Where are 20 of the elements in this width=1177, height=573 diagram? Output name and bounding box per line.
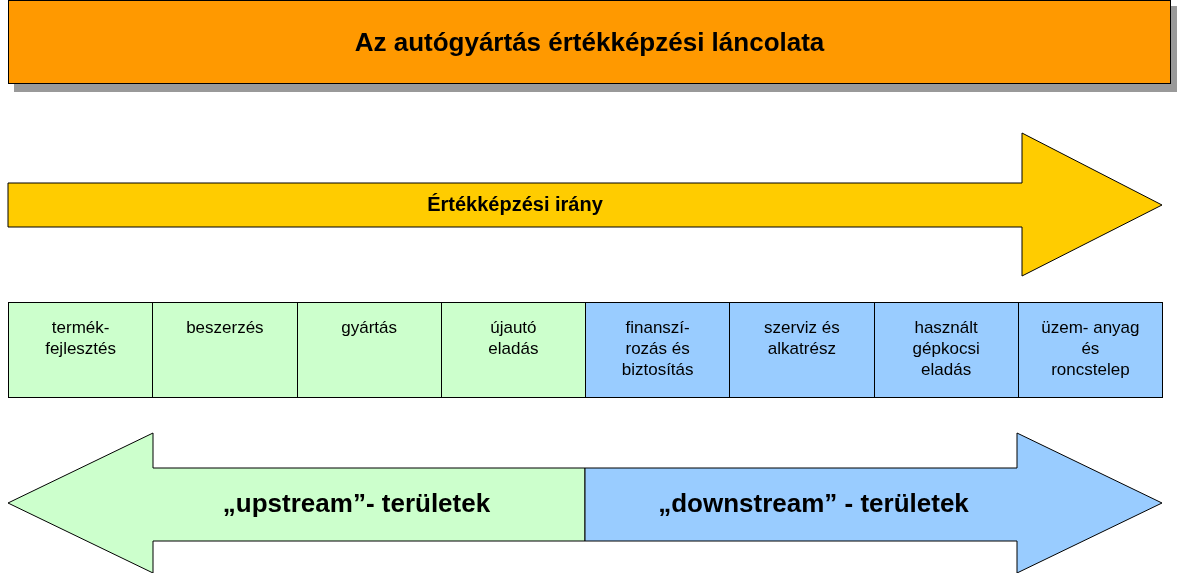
- title: Az autógyártás értékképzési láncolata: [354, 26, 825, 58]
- stage-label: használt gépkocsi eladás: [911, 317, 981, 380]
- stage-label: üzem- anyag és roncstelep: [1040, 317, 1141, 380]
- area-label: „upstream”- területek: [222, 487, 491, 519]
- chain-stage-cell: [1017, 302, 1163, 398]
- stage-label: újautó eladás: [487, 317, 540, 359]
- stage-label: finanszí- rozás és biztosítás: [620, 317, 695, 380]
- chain-stage-cell: [8, 302, 154, 398]
- chain-stage-cell: [440, 302, 586, 398]
- chain-stage-cell: [873, 302, 1019, 398]
- chain-stage-cell: [585, 302, 731, 398]
- area-label: „downstream” - területek: [658, 487, 969, 519]
- chain-stage-cell: [152, 302, 298, 398]
- chain-stage-cell: [296, 302, 442, 398]
- stage-label: beszerzés: [186, 317, 264, 338]
- arrow-label: Értékképzési irány: [427, 193, 603, 216]
- chain-stage-cell: [729, 302, 875, 398]
- stage-label: szerviz és alkatrész: [763, 317, 841, 359]
- stage-label: gyártás: [341, 317, 397, 338]
- stage-label: termék- fejlesztés: [44, 317, 118, 359]
